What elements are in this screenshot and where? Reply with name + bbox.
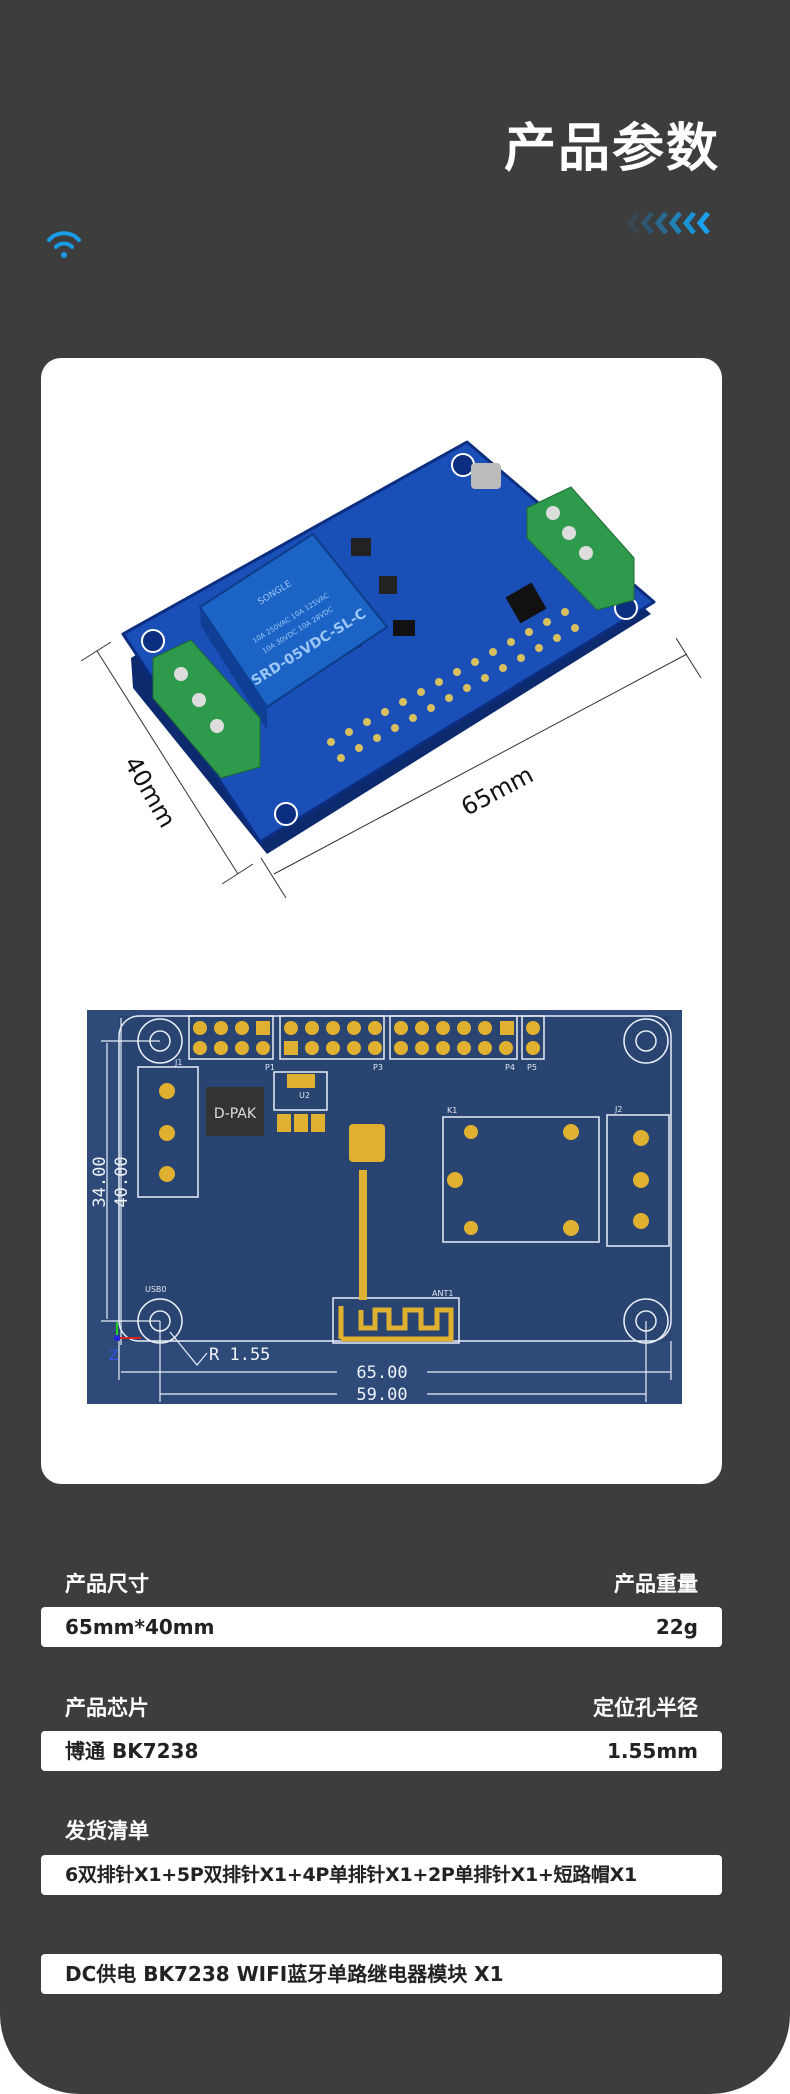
chip-value: 博通 BK7238 — [65, 1739, 199, 1763]
wifi-icon — [47, 231, 81, 258]
weight-value: 22g — [655, 1615, 698, 1639]
size-value: 65mm*40mm — [65, 1615, 215, 1639]
pcb-dim-40: 40.00 — [112, 1156, 132, 1207]
shipping-list-label: 发货清单 — [65, 1819, 149, 1843]
pcb-u2-label: U2 — [299, 1091, 310, 1100]
pcb-p5-label: P5 — [527, 1063, 537, 1072]
terminal-block-right — [526, 486, 635, 611]
page-title: 产品参数 — [503, 119, 720, 179]
pcb-radius: R 1.55 — [209, 1345, 270, 1365]
chip-label: 产品芯片 — [65, 1696, 149, 1720]
pcb-dim-34: 34.00 — [90, 1156, 110, 1207]
pcb-dpak-label: D-PAK — [214, 1106, 257, 1122]
pcb-j1-label: J1 — [174, 1058, 182, 1067]
chip-hole-row: 博通 BK7238 1.55mm — [41, 1731, 722, 1771]
chevrons-icon — [626, 212, 710, 234]
pcb-axis-z: Z — [109, 1348, 119, 1364]
width-dimension: 65mm — [457, 760, 538, 821]
product-photo: 40mm 65mm SONGLE 10A 250VAC 10A 125VAC 1… — [80, 440, 702, 899]
hole-radius-label: 定位孔半径 — [593, 1696, 698, 1720]
terminal-block-left — [152, 639, 261, 779]
module-row: DC供电 BK7238 WIFI蓝牙单路继电器模块 X1 — [41, 1954, 722, 1994]
pcb-p3-label: P3 — [373, 1063, 383, 1072]
shipping-list-row: 6双排针X1+5P双排针X1+4P单排针X1+2P单排针X1+短路帽X1 — [41, 1855, 722, 1895]
hole-radius-value: 1.55mm — [606, 1739, 698, 1763]
product-image-card: 40mm 65mm SONGLE 10A 250VAC 10A 125VAC 1… — [41, 358, 722, 1484]
pcb-p1-label: P1 — [265, 1063, 275, 1072]
pcb-ant-label: ANT1 — [432, 1289, 453, 1298]
pcb-drawing: D-PAK U2 K1 J1 J2 ANT1 USB0 P1 P3 P4 P5 — [87, 1010, 682, 1404]
pcb-usb-label: USB0 — [145, 1285, 167, 1294]
height-dimension: 40mm — [118, 752, 181, 833]
shipping-list-value: 6双排针X1+5P双排针X1+4P单排针X1+2P单排针X1+短路帽X1 — [65, 1864, 637, 1886]
pcb-dim-59: 59.00 — [356, 1385, 407, 1404]
pcb-j2-label: J2 — [614, 1105, 622, 1114]
size-weight-row: 65mm*40mm 22g — [41, 1607, 722, 1647]
pcb-dim-65: 65.00 — [356, 1363, 407, 1383]
module-value: DC供电 BK7238 WIFI蓝牙单路继电器模块 X1 — [65, 1962, 504, 1986]
size-label: 产品尺寸 — [65, 1572, 149, 1596]
weight-label: 产品重量 — [614, 1572, 698, 1596]
pcb-p4-label: P4 — [505, 1063, 515, 1072]
pcb-k1-label: K1 — [447, 1106, 457, 1115]
